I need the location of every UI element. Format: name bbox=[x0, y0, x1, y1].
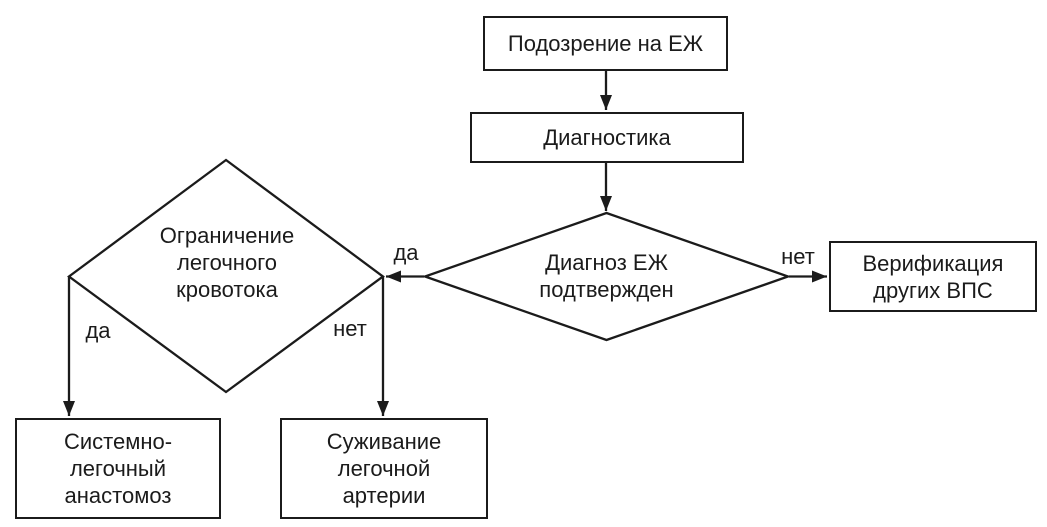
node-diagnosis-confirmed-label: Диагноз ЕЖ подтвержден bbox=[539, 250, 674, 302]
node-flow-limitation: Ограничение легочного кровотока bbox=[117, 214, 337, 310]
node-diagnostics-label: Диагностика bbox=[543, 125, 671, 150]
edge-label-limitation-no: нет bbox=[333, 316, 367, 341]
node-flow-limitation-label: Ограничение легочного кровотока bbox=[159, 222, 295, 302]
edge-label-diagnosis-no: нет bbox=[781, 244, 815, 269]
edge-label-diagnosis-yes: да bbox=[393, 240, 419, 265]
node-anastomosis: Системно- легочный анастомоз bbox=[15, 418, 221, 519]
node-banding: Суживание легочной артерии bbox=[280, 418, 488, 519]
node-suspicion-label: Подозрение на ЕЖ bbox=[507, 31, 704, 56]
node-verification: Верификация других ВПС bbox=[829, 241, 1037, 312]
node-verification-label: Верификация других ВПС bbox=[862, 250, 1004, 303]
node-diagnosis-confirmed: Диагноз ЕЖ подтвержден bbox=[496, 238, 717, 314]
node-anastomosis-label: Системно- легочный анастомоз bbox=[63, 429, 173, 508]
node-diagnostics: Диагностика bbox=[470, 112, 744, 163]
decision-diamond-flow-limitation bbox=[67, 158, 385, 394]
decision-diamond-diagnosis bbox=[421, 211, 792, 342]
node-banding-label: Суживание легочной артерии bbox=[326, 429, 442, 508]
node-suspicion: Подозрение на ЕЖ bbox=[483, 16, 728, 71]
edge-label-limitation-yes: да bbox=[85, 318, 111, 343]
